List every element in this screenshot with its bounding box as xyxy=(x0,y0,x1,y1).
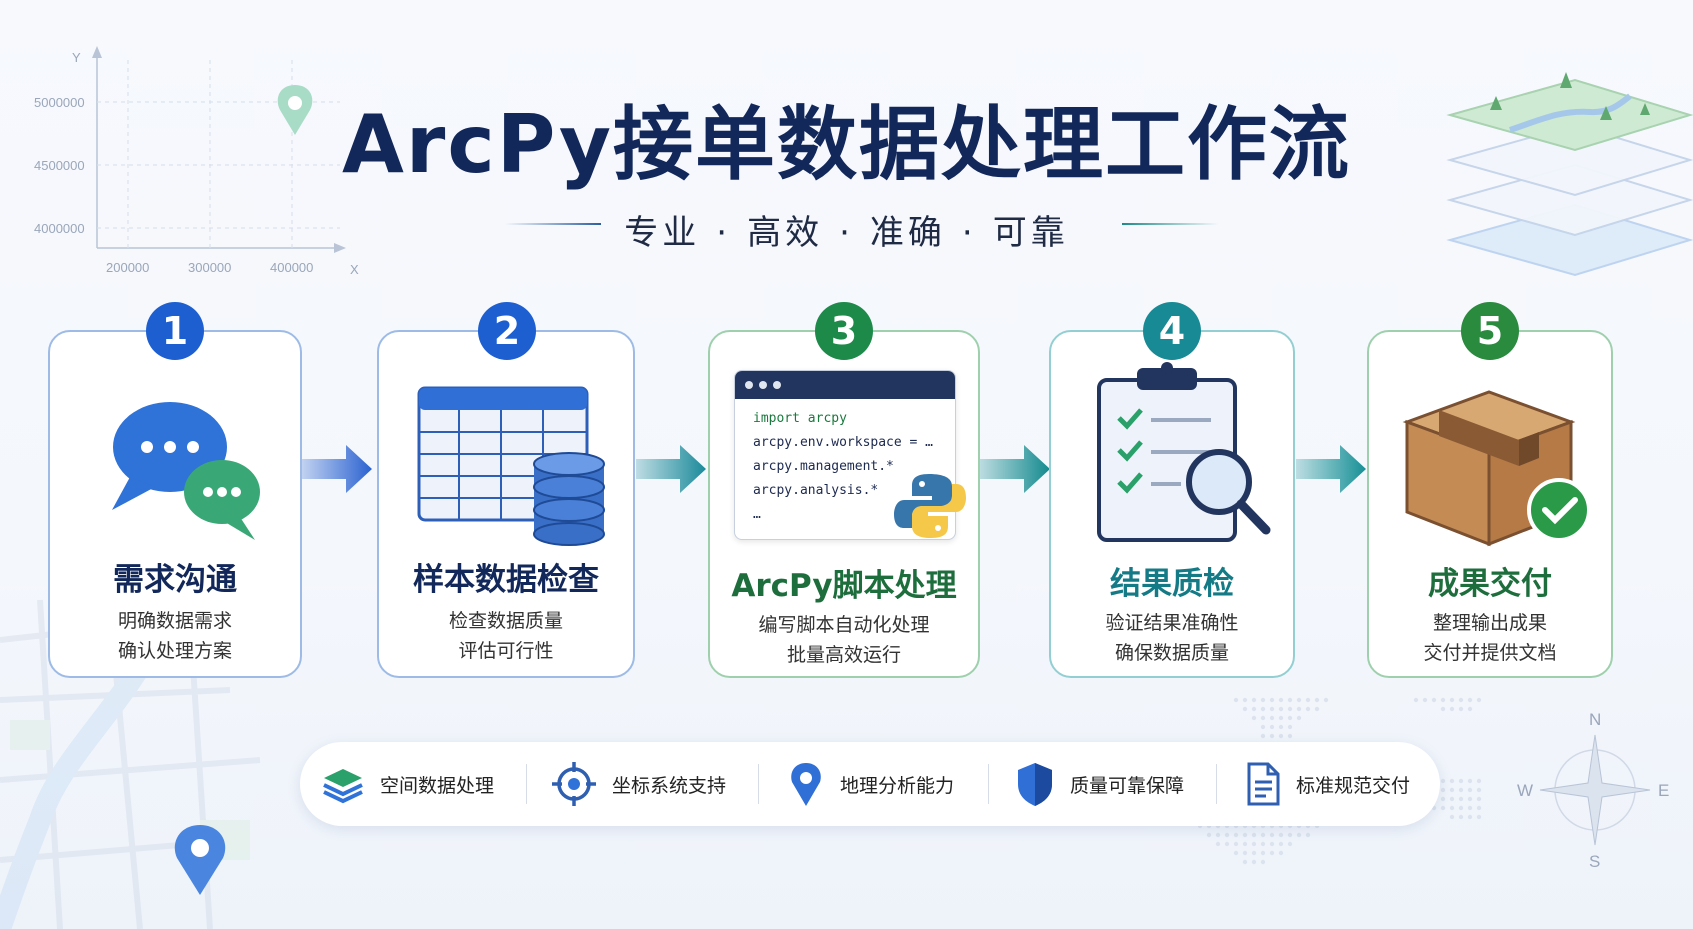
clipboard-check-magnifier-icon xyxy=(1051,362,1293,552)
location-pin-decoration xyxy=(174,825,226,895)
code-window-titlebar xyxy=(735,371,955,399)
table-database-icon xyxy=(379,362,633,552)
shield-icon xyxy=(1018,763,1052,806)
step-title: 成果交付 xyxy=(1428,566,1552,602)
axis-x-tick: 300000 xyxy=(188,260,231,275)
layers-icon xyxy=(323,769,363,804)
subtitle-item: 准确 xyxy=(869,213,946,253)
step-description: 检查数据质量 评估可行性 xyxy=(379,606,633,666)
feature-item: 标准规范交付 xyxy=(1244,742,1410,826)
code-line: import arcpy xyxy=(753,411,847,426)
feature-divider xyxy=(526,764,527,804)
step-number-badge-5: 5 xyxy=(1461,302,1519,360)
step-card-3: import arcpy arcpy.env.workspace = … arc… xyxy=(708,330,980,678)
chat-bubbles-icon xyxy=(50,362,300,552)
axis-y-tick: 4000000 xyxy=(34,221,85,236)
step-description: 验证结果准确性 确保数据质量 xyxy=(1051,608,1293,668)
step-desc-line: 检查数据质量 xyxy=(448,610,563,632)
step-desc-line: 评估可行性 xyxy=(458,640,554,662)
compass-e: E xyxy=(1658,781,1669,800)
step-title: ArcPy脚本处理 xyxy=(731,568,957,604)
feature-divider xyxy=(758,764,759,804)
page-title: ArcPy接单数据处理工作流 xyxy=(341,98,1352,191)
subtitle-separator: · xyxy=(716,213,732,253)
code-window: import arcpy arcpy.env.workspace = … arc… xyxy=(734,370,956,540)
step-card-5: 成果交付 整理输出成果 交付并提供文档 xyxy=(1367,330,1613,678)
axis-y-label: Y xyxy=(72,50,81,65)
feature-divider xyxy=(1216,764,1217,804)
compass-s: S xyxy=(1589,852,1600,871)
delivery-box-check-icon xyxy=(1369,362,1611,552)
step-title: 需求沟通 xyxy=(113,562,237,598)
step-desc-line: 确保数据质量 xyxy=(1114,642,1229,664)
flow-arrow-icon xyxy=(1296,445,1366,493)
stacked-map-layers-icon xyxy=(1446,72,1693,277)
code-line: … xyxy=(753,507,761,522)
code-line: arcpy.env.workspace = … xyxy=(753,435,934,450)
subtitle-item: 可靠 xyxy=(992,213,1069,253)
step-title: 样本数据检查 xyxy=(413,562,599,598)
axis-x-tick: 200000 xyxy=(106,260,149,275)
axis-x-label: X xyxy=(350,262,359,277)
document-icon xyxy=(1247,762,1280,806)
flow-arrow-icon xyxy=(980,445,1050,493)
feature-item: 空间数据处理 xyxy=(320,742,494,826)
compass-rose-decoration: N S E W xyxy=(1517,710,1669,871)
step-description: 编写脚本自动化处理 批量高效运行 xyxy=(710,610,978,670)
subtitle-left-line xyxy=(505,223,601,225)
step-desc-line: 交付并提供文档 xyxy=(1423,642,1557,664)
step-number-badge-3: 3 xyxy=(815,302,873,360)
feature-label: 质量可靠保障 xyxy=(1070,774,1185,797)
axis-x-tick: 400000 xyxy=(270,260,313,275)
feature-item: 地理分析能力 xyxy=(786,742,954,826)
step-desc-line: 整理输出成果 xyxy=(1432,612,1547,634)
feature-label: 空间数据处理 xyxy=(380,774,495,797)
step-desc-line: 验证结果准确性 xyxy=(1105,612,1239,634)
axis-y-tick: 5000000 xyxy=(34,95,85,110)
feature-item: 质量可靠保障 xyxy=(1014,742,1184,826)
step-desc-line: 确认处理方案 xyxy=(117,640,232,662)
feature-bar: 空间数据处理 坐标系统支持 地理分析能力 质量可靠保障 xyxy=(300,742,1440,826)
compass-w: W xyxy=(1517,781,1533,800)
feature-item: 坐标系统支持 xyxy=(550,742,726,826)
map-pin-icon xyxy=(791,763,821,806)
step-title: 结果质检 xyxy=(1110,566,1234,602)
step-card-4: 结果质检 验证结果准确性 确保数据质量 xyxy=(1049,330,1295,678)
step-card-1: 需求沟通 明确数据需求 确认处理方案 xyxy=(48,330,302,678)
subtitle-item: 高效 xyxy=(747,213,824,253)
code-line: arcpy.management.* xyxy=(753,459,894,474)
coordinate-axis-decoration: Y X 5000000 4500000 4000000 200000 30000… xyxy=(34,46,359,277)
step-number-badge-2: 2 xyxy=(478,302,536,360)
feature-label: 地理分析能力 xyxy=(840,774,955,797)
step-description: 明确数据需求 确认处理方案 xyxy=(50,606,300,666)
step-number-badge-4: 4 xyxy=(1143,302,1201,360)
subtitle-right-line xyxy=(1122,223,1218,225)
feature-divider xyxy=(988,764,989,804)
step-desc-line: 编写脚本自动化处理 xyxy=(758,614,930,636)
compass-n: N xyxy=(1589,710,1601,729)
flow-arrow-icon xyxy=(302,445,372,493)
python-logo-icon xyxy=(894,474,966,538)
subtitle-item: 专业 xyxy=(624,213,701,253)
subtitle: 专业 · 高效 · 准确 · 可靠 xyxy=(0,205,1693,254)
code-line: arcpy.analysis.* xyxy=(753,483,879,498)
feature-label: 标准规范交付 xyxy=(1296,774,1411,797)
code-editor-window-icon: import arcpy arcpy.env.workspace = … arc… xyxy=(710,362,978,552)
flow-arrow-icon xyxy=(636,445,706,493)
axis-y-tick: 4500000 xyxy=(34,158,85,173)
step-description: 整理输出成果 交付并提供文档 xyxy=(1369,608,1611,668)
step-number-badge-1: 1 xyxy=(146,302,204,360)
feature-label: 坐标系统支持 xyxy=(612,774,727,797)
step-card-2: 样本数据检查 检查数据质量 评估可行性 xyxy=(377,330,635,678)
street-map-decoration xyxy=(0,599,261,929)
subtitle-separator: · xyxy=(839,213,854,253)
crosshair-icon xyxy=(552,762,596,806)
step-desc-line: 批量高效运行 xyxy=(786,644,901,666)
step-desc-line: 明确数据需求 xyxy=(117,610,232,632)
subtitle-separator: · xyxy=(961,213,977,253)
